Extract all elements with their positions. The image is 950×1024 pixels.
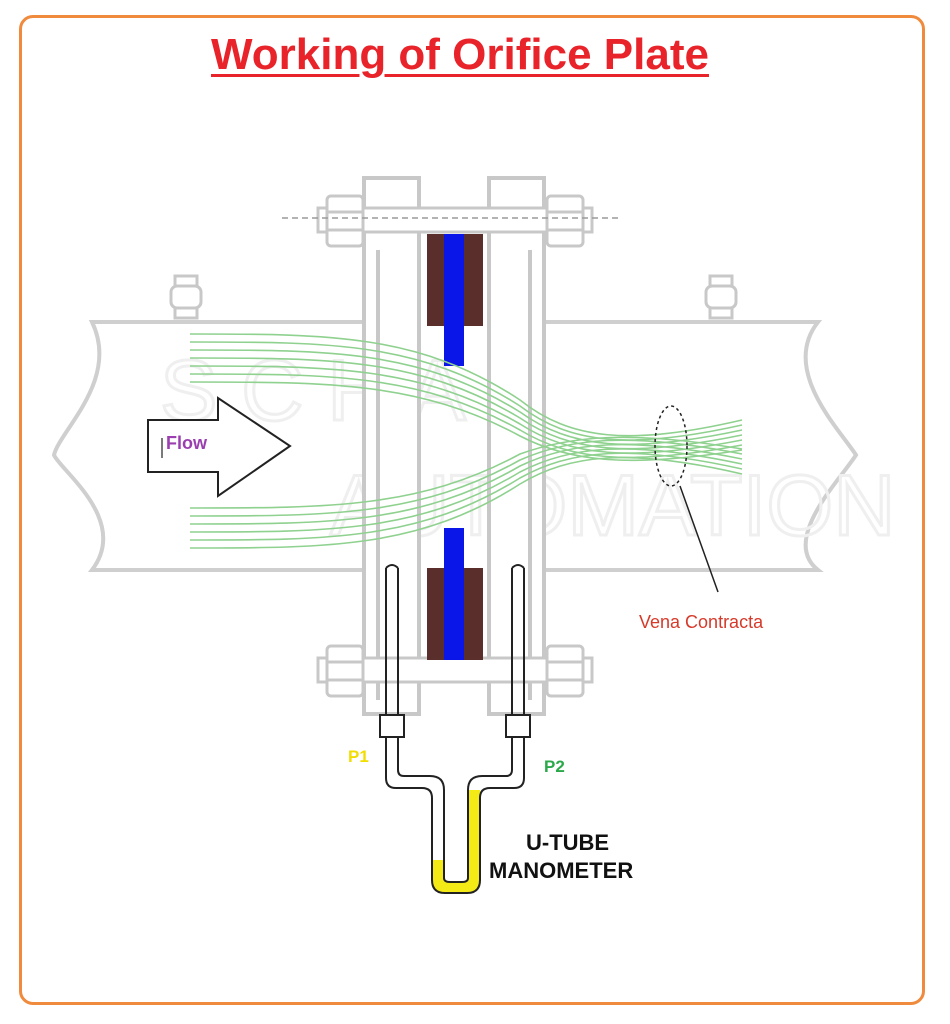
pipe-top-fitting-left [169, 274, 203, 320]
flow-arrow [147, 396, 292, 498]
p1-label: P1 [348, 747, 369, 766]
manometer-label-line1: U-TUBE [526, 830, 609, 855]
p2-label: P2 [544, 757, 565, 776]
vena-contracta-marker [654, 405, 688, 487]
u-tube-manometer [385, 737, 525, 894]
flow-streamlines [189, 333, 743, 549]
orifice-plate [427, 234, 483, 660]
bolts [316, 194, 594, 698]
flow-label: Flow [166, 433, 208, 453]
page-title: Working of Orifice Plate [211, 30, 709, 79]
vena-contracta-pointer [679, 485, 719, 593]
pipe-top-fitting-right [704, 274, 738, 320]
vena-contracta-label: Vena Contracta [639, 612, 764, 632]
pressure-taps [379, 564, 531, 738]
manometer-label-line2: MANOMETER [489, 858, 633, 883]
